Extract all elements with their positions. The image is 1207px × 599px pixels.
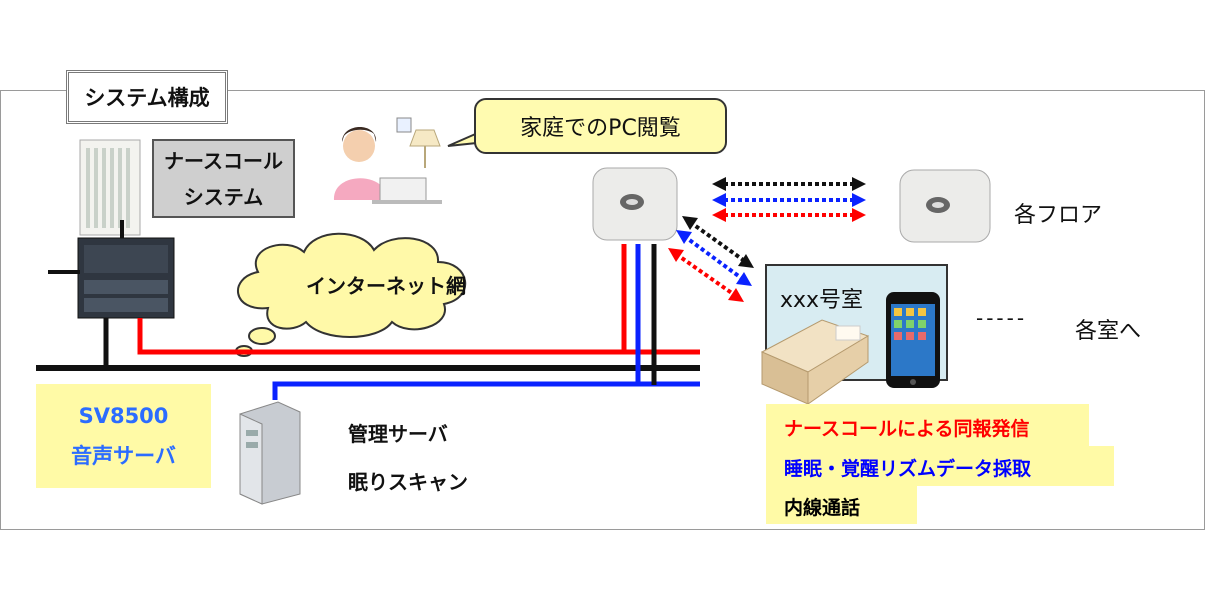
wireless-arrowheads-floor xyxy=(712,177,866,222)
feature-sleep-data-text: 睡眠・覚醒リズムデータ採取 xyxy=(784,458,1032,480)
wireless-links-room xyxy=(674,220,748,298)
management-server-label: 管理サーバ xyxy=(348,422,448,446)
each-room-label: 各室へ xyxy=(1075,319,1142,344)
sv8500-label-box: SV8500 音声サーバ xyxy=(36,384,211,488)
nurse-call-system-box: ナースコール システム xyxy=(152,139,295,218)
bed-icon xyxy=(760,319,870,405)
diagram-title-text: システム構成 xyxy=(84,86,210,110)
home-pc-callout: 家庭でのPC閲覧 xyxy=(474,98,727,154)
smartphone-icon xyxy=(886,292,940,388)
feature-extension-call-text: 内線通話 xyxy=(784,497,861,519)
sv8500-rack-icon xyxy=(77,237,175,319)
feature-sleep-data: 睡眠・覚醒リズムデータ採取 xyxy=(766,446,1114,486)
home-user-pc-icon xyxy=(333,117,442,204)
network-lines xyxy=(36,244,700,400)
nurse-call-panel-icon xyxy=(79,139,141,236)
wireless-arrowheads-room xyxy=(668,216,754,302)
room-label: xxx号室 xyxy=(780,288,864,313)
feature-extension-call: 内線通話 xyxy=(766,486,917,524)
diagram-frame xyxy=(0,90,1205,530)
access-point-icon xyxy=(592,167,678,241)
nurse-call-system-line1: ナースコール xyxy=(164,148,283,173)
sv8500-label: SV8500 xyxy=(78,404,169,428)
dashes: ----- xyxy=(976,306,1028,330)
home-pc-callout-text: 家庭でのPC閲覧 xyxy=(520,116,681,141)
wireless-links-floor xyxy=(724,182,854,217)
management-server-icon xyxy=(239,401,301,505)
feature-broadcast-text: ナースコールによる同報発信 xyxy=(784,418,1030,440)
feature-broadcast: ナースコールによる同報発信 xyxy=(766,404,1089,446)
diagram-title: システム構成 xyxy=(66,70,228,124)
voice-server-label: 音声サーバ xyxy=(71,444,176,468)
access-point-floor-icon xyxy=(899,169,991,243)
nurse-call-system-line2: システム xyxy=(183,184,264,209)
each-floor-label: 各フロア xyxy=(1014,203,1103,228)
sleep-scan-label: 眠りスキャン xyxy=(348,470,468,494)
internet-label: インターネット網 xyxy=(306,274,466,298)
